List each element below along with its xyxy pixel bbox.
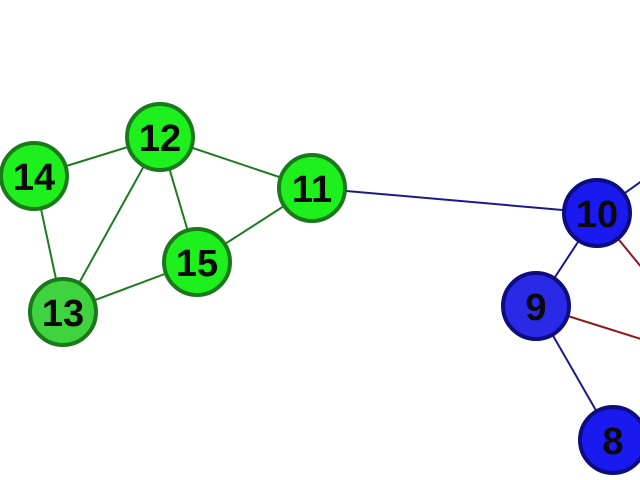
node-10[interactable]: 10 bbox=[562, 178, 632, 248]
node-12[interactable]: 12 bbox=[125, 102, 195, 172]
node-label-13: 13 bbox=[42, 293, 84, 335]
node-15[interactable]: 15 bbox=[162, 227, 232, 297]
node-11[interactable]: 11 bbox=[277, 153, 347, 223]
node-circle-10 bbox=[562, 178, 632, 248]
node-circle-13 bbox=[28, 277, 98, 347]
node-circle-12 bbox=[125, 102, 195, 172]
node-label-8: 8 bbox=[602, 421, 623, 463]
edge-11-10 bbox=[311, 187, 598, 214]
node-9[interactable]: 9 bbox=[501, 271, 571, 341]
node-circle-8 bbox=[578, 405, 640, 475]
node-circle-15 bbox=[162, 227, 232, 297]
node-circle-14 bbox=[0, 141, 69, 211]
node-circle-11 bbox=[277, 153, 347, 223]
node-layer: 11 12 13 14 15 10 9 8 bbox=[0, 102, 640, 475]
node-8[interactable]: 8 bbox=[578, 405, 640, 475]
node-13[interactable]: 13 bbox=[28, 277, 98, 347]
node-label-9: 9 bbox=[525, 287, 546, 329]
node-label-14: 14 bbox=[13, 157, 55, 199]
node-label-11: 11 bbox=[292, 169, 332, 211]
node-circle-9 bbox=[501, 271, 571, 341]
node-label-12: 12 bbox=[139, 118, 181, 160]
node-label-10: 10 bbox=[576, 194, 618, 236]
node-label-15: 15 bbox=[176, 243, 218, 285]
node-14[interactable]: 14 bbox=[0, 141, 69, 211]
